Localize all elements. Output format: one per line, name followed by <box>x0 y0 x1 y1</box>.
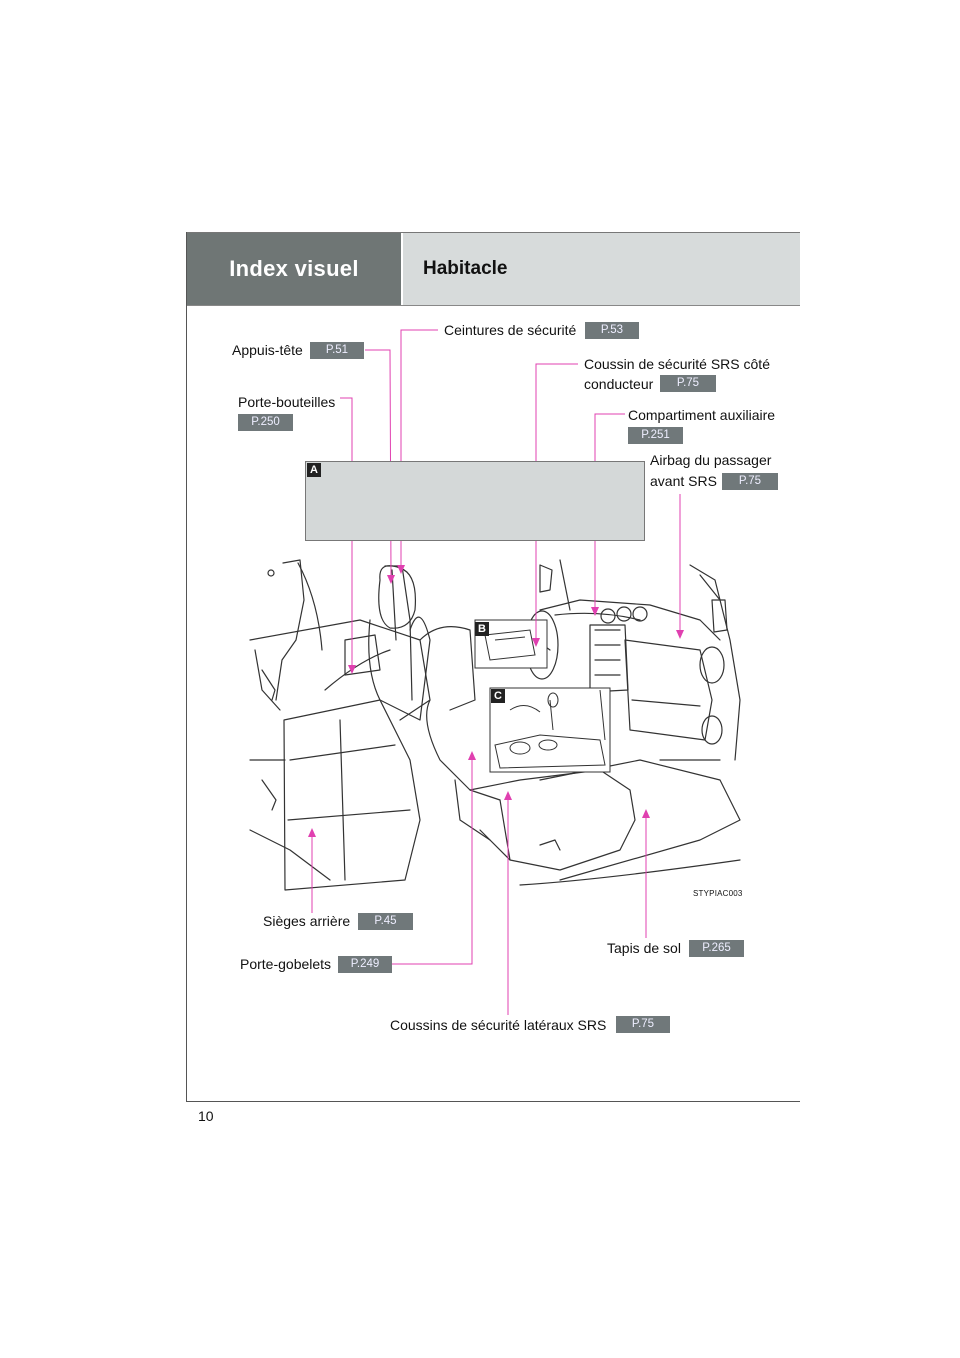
header-divider <box>401 233 403 305</box>
label-airbag-passager-line1: Airbag du passager <box>650 452 772 468</box>
label-coussin-conducteur-line2: conducteur <box>584 376 654 392</box>
frame-bottom-rule <box>186 1101 800 1102</box>
page-ref-appuis-tete[interactable]: P.51 <box>310 342 364 359</box>
label-tapis: Tapis de sol <box>607 940 681 956</box>
page-ref-airbag-passager[interactable]: P.75 <box>722 473 778 490</box>
callout-b: B <box>475 622 489 636</box>
label-coussin-conducteur-line1: Coussin de sécurité SRS côté <box>584 356 770 372</box>
section-header: Index visuel <box>187 233 401 305</box>
image-code: STYPIAC003 <box>693 889 743 898</box>
page-ref-ceintures[interactable]: P.53 <box>585 322 639 339</box>
label-sieges-arriere: Sièges arrière <box>263 913 351 929</box>
page-number: 10 <box>198 1108 214 1124</box>
label-coussins-lateraux: Coussins de sécurité latéraux SRS <box>390 1017 607 1033</box>
callout-c: C <box>491 689 505 703</box>
page-ref-compartiment[interactable]: P.251 <box>628 427 683 444</box>
page-ref-porte-gobelets[interactable]: P.249 <box>338 956 392 973</box>
page-ref-coussin-conducteur[interactable]: P.75 <box>660 375 716 392</box>
callout-a: A <box>307 463 321 477</box>
subsection-title: Habitacle <box>423 258 508 279</box>
label-ceintures: Ceintures de sécurité <box>444 322 577 338</box>
subsection-header: Habitacle <box>403 233 800 305</box>
page-ref-coussins-lateraux[interactable]: P.75 <box>616 1016 670 1033</box>
header-rule <box>187 305 800 306</box>
label-appuis-tete: Appuis-tête <box>232 342 303 358</box>
label-porte-bouteilles: Porte-bouteilles <box>238 394 336 410</box>
page-ref-porte-bouteilles[interactable]: P.250 <box>238 414 293 431</box>
page-ref-tapis[interactable]: P.265 <box>689 940 744 957</box>
section-title: Index visuel <box>229 256 359 281</box>
frame-left-rule <box>186 232 187 1102</box>
label-compartiment: Compartiment auxiliaire <box>628 407 776 423</box>
callout-panel-a <box>305 461 645 541</box>
label-porte-gobelets: Porte-gobelets <box>240 956 332 972</box>
label-airbag-passager-line2: avant SRS <box>650 473 717 489</box>
page-ref-sieges-arriere[interactable]: P.45 <box>358 913 413 930</box>
frame-top-rule <box>186 232 800 233</box>
